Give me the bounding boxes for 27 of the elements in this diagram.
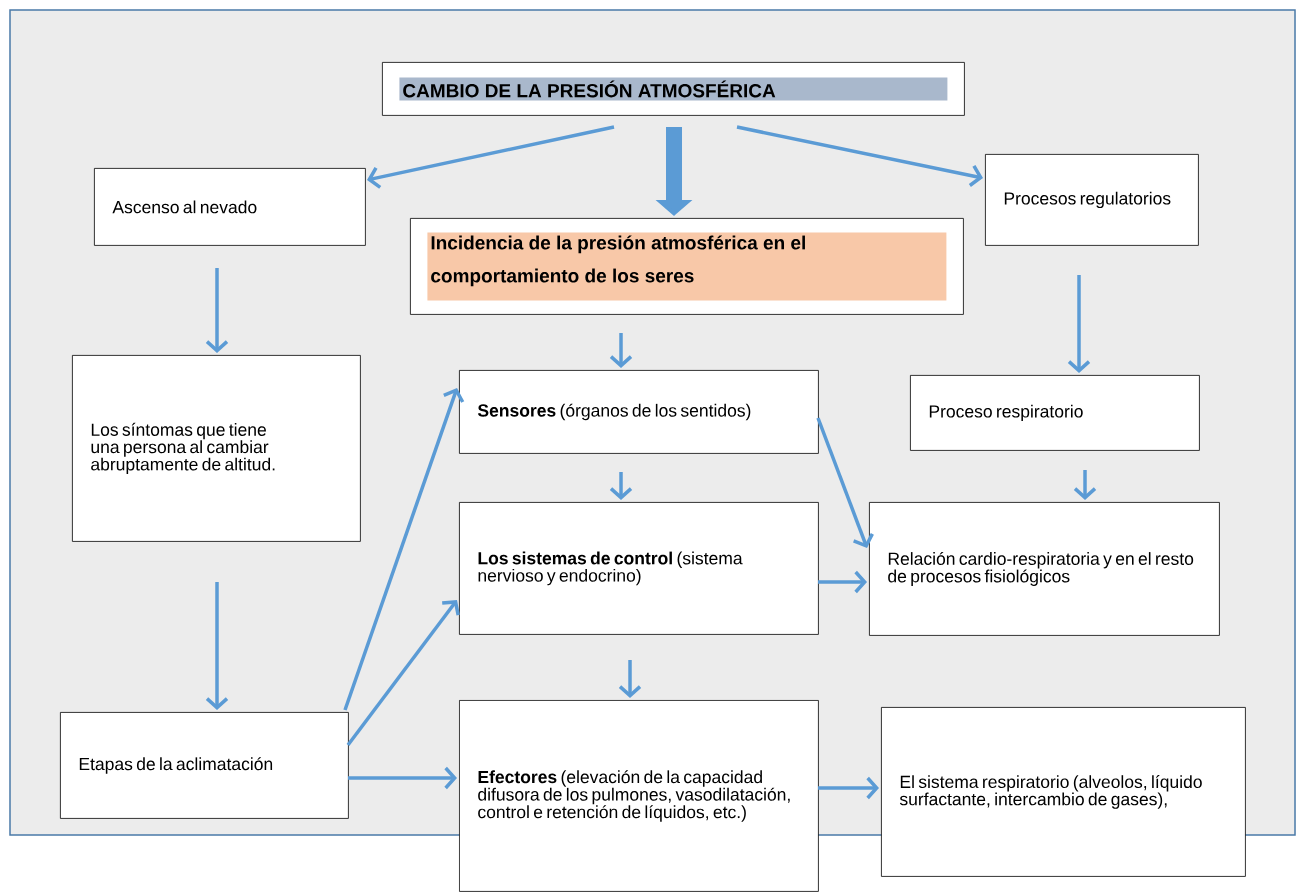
process-box: Procesos regulatorios xyxy=(985,154,1199,246)
arrow xyxy=(1067,275,1091,373)
process-box: Los síntomas que tiene una persona al cambiar abruptamente de altitud. xyxy=(72,355,361,542)
arrow xyxy=(818,570,867,594)
arrow xyxy=(367,125,615,189)
arrow xyxy=(816,417,874,548)
process-box: Relación cardio-respiratoria y en el resto de procesos fisiológicos xyxy=(869,502,1220,636)
process-box: Proceso respiratorio xyxy=(910,375,1200,451)
arrow xyxy=(1073,470,1097,500)
arrow xyxy=(343,388,465,711)
process-box: Sensores (órganos de los sentidos) xyxy=(459,370,819,454)
arrow xyxy=(618,660,642,698)
arrow xyxy=(736,125,983,187)
heading-box: Incidencia de la presión atmosférica en el comportamiento de los seres xyxy=(410,218,964,315)
process-box: Efectores (elevación de la capacidad difusora de los pulmones, vasodilatación, control e retención de líquidos, etc.) xyxy=(459,700,819,892)
process-box: Ascenso al nevado xyxy=(94,168,366,246)
process-box: Etapas de la aclimatación xyxy=(60,712,349,819)
arrow xyxy=(348,766,457,790)
process-box: El sistema respiratorio (alveolos, líquido surfactante, intercambio de gases), xyxy=(881,707,1246,877)
title-box: CAMBIO DE LA PRESIÓN ATMOSFÉRICA xyxy=(382,62,965,116)
arrow xyxy=(205,582,229,710)
arrow xyxy=(818,776,879,800)
process-box: Los sistemas de control (sistema nervioso y endocrino) xyxy=(459,502,819,635)
arrow xyxy=(346,600,460,747)
arrow xyxy=(609,472,633,500)
arrow xyxy=(205,268,229,353)
arrow xyxy=(609,333,633,368)
